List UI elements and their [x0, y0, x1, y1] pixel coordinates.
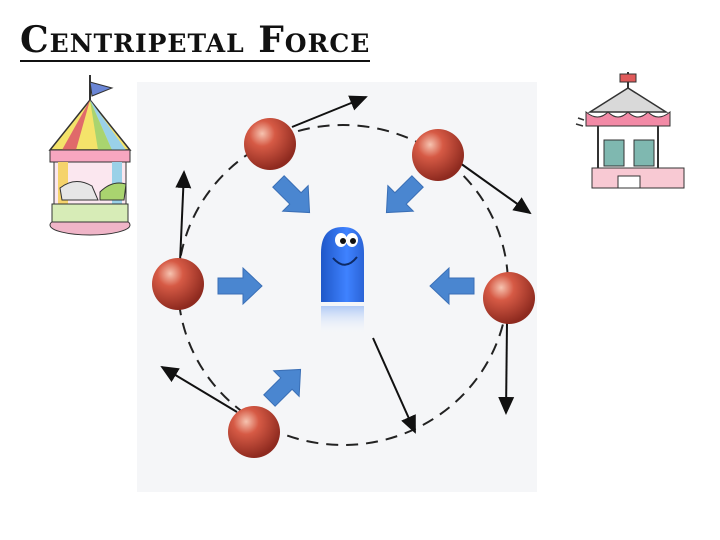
velocity-arrow-bottom-center — [372, 337, 416, 434]
ball-right — [483, 272, 535, 324]
ball-top-left — [244, 118, 296, 170]
blue-character-icon — [321, 227, 364, 336]
force-arrows — [217, 175, 475, 407]
ball-left — [152, 258, 204, 310]
force-arrow-bottom-left — [263, 368, 302, 407]
velocity-arrow-top-left — [291, 95, 368, 128]
velocity-arrow-left — [175, 170, 192, 263]
velocity-arrow-top-right — [459, 162, 532, 215]
velocity-arrows — [160, 95, 532, 434]
ball-bottom — [228, 406, 280, 458]
force-arrow-top-right — [385, 175, 424, 214]
velocity-arrow-bottom-left — [160, 365, 238, 413]
force-arrow-right — [429, 266, 475, 306]
balls — [152, 118, 535, 458]
ball-top-right — [412, 129, 464, 181]
page-title: Centripetal Force — [20, 19, 371, 62]
carousel-tent-icon — [48, 75, 132, 236]
carousel-ride-icon — [575, 72, 685, 189]
velocity-arrow-right — [498, 321, 515, 415]
force-arrow-top-left — [272, 175, 311, 214]
force-arrow-left — [217, 266, 263, 306]
